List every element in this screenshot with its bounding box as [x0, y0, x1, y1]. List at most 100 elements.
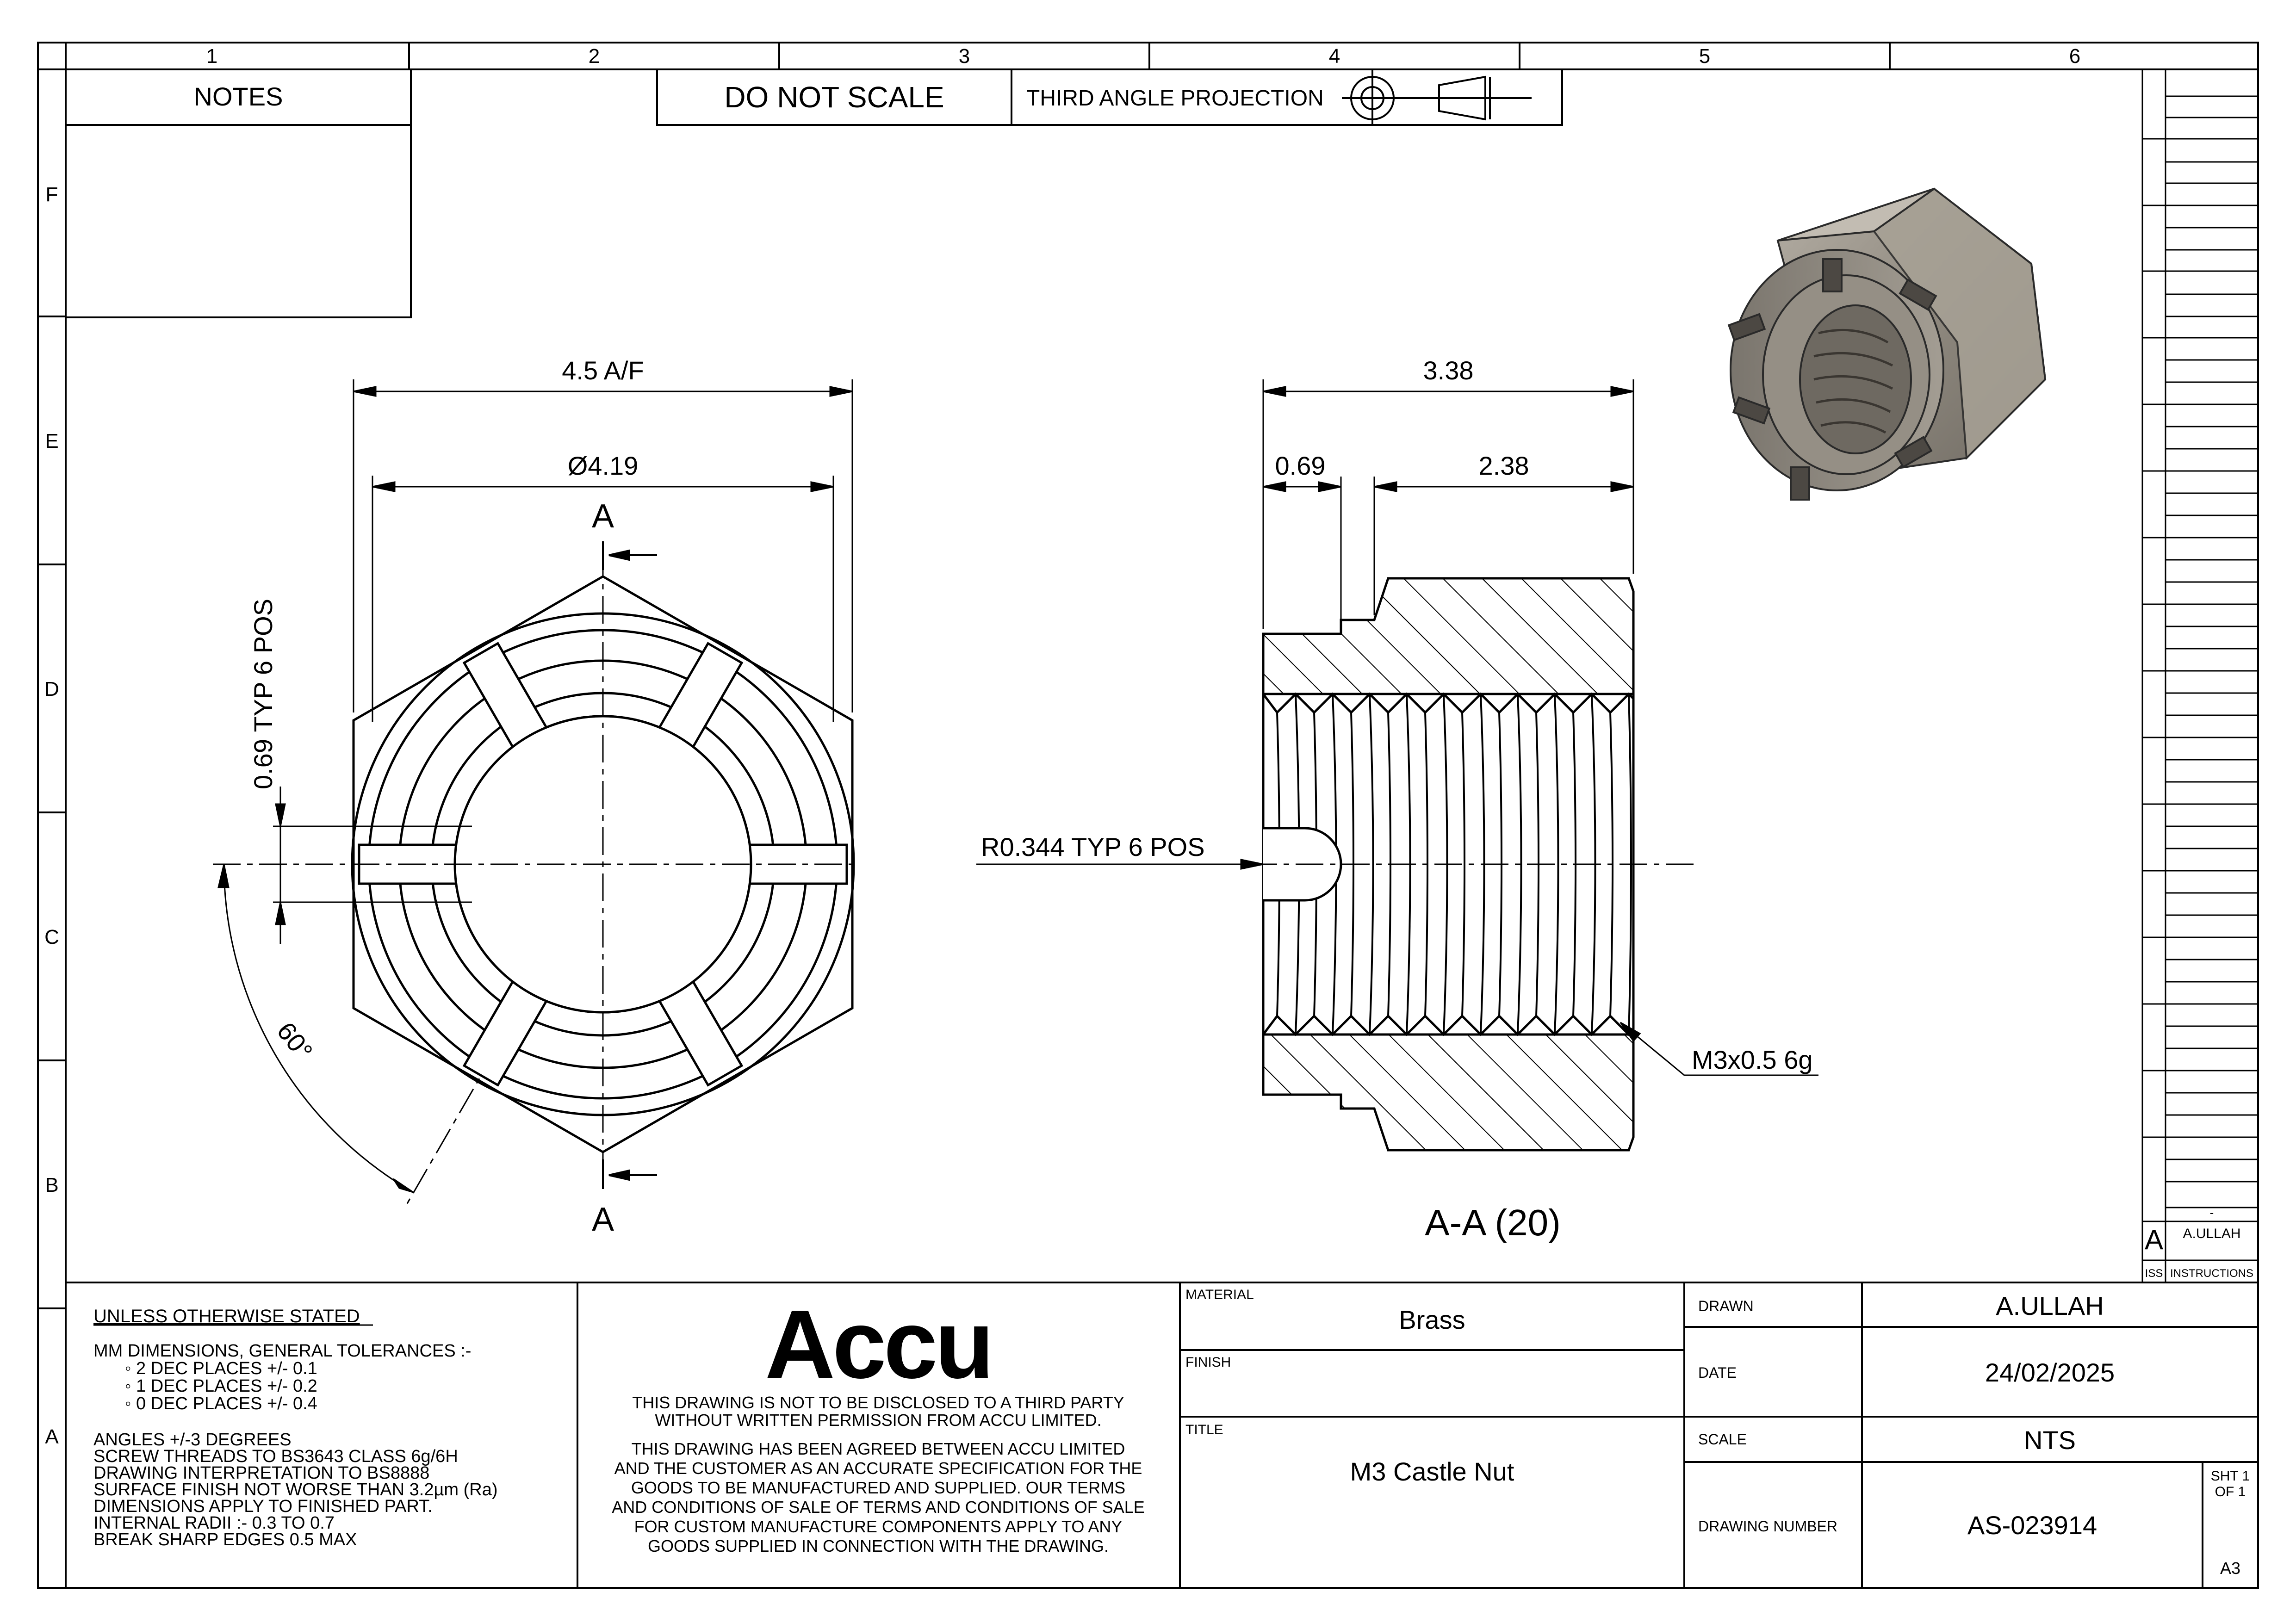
revision-issue-letter: A [2145, 1224, 2163, 1255]
zone-col-5: 5 [1699, 45, 1710, 68]
disclosure-line: THIS DRAWING IS NOT TO BE DISCLOSED TO A… [632, 1393, 1124, 1412]
thread-upper [1262, 692, 1634, 714]
projection-label: THIRD ANGLE PROJECTION [1026, 86, 1324, 111]
section-view-label: A-A (20) [1425, 1202, 1560, 1243]
drawing-note-line: BREAK SHARP EDGES 0.5 MAX [93, 1530, 357, 1549]
zone-column-labels: 1 2 3 4 5 6 [206, 45, 2080, 68]
revision-col-iss: ISS [2145, 1267, 2163, 1280]
zone-row-c: C [44, 926, 59, 948]
agreement-line: FOR CUSTOM MANUFACTURE COMPONENTS APPLY … [634, 1517, 1123, 1536]
revision-table [2141, 69, 2258, 1282]
thread-callout-leader [1620, 1022, 1818, 1076]
tolerance-line: ◦ 1 DEC PLACES +/- 0.2 [125, 1376, 317, 1396]
scale-value: NTS [2024, 1425, 2076, 1455]
revision-col-instructions: INSTRUCTIONS [2170, 1267, 2253, 1280]
dim-radius-label: R0.344 TYP 6 POS [981, 832, 1205, 861]
drawn-label: DRAWN [1698, 1298, 1754, 1314]
drawn-value: A.ULLAH [1996, 1291, 2104, 1320]
dim-angle [217, 864, 414, 1193]
do-not-scale-label: DO NOT SCALE [724, 81, 944, 114]
dim-body-length-label: 2.38 [1479, 451, 1529, 480]
zone-row-labels: F E D C B A [44, 183, 59, 1448]
notes-title: NOTES [194, 82, 283, 111]
zone-col-2: 2 [589, 45, 600, 68]
agreement-line: GOODS SUPPLIED IN CONNECTION WITH THE DR… [648, 1536, 1109, 1555]
finish-label: FINISH [1185, 1355, 1231, 1370]
dim-total-length [1262, 379, 1634, 629]
revision-author: A.ULLAH [2183, 1226, 2240, 1241]
disclosure-text: THIS DRAWING IS NOT TO BE DISCLOSED TO A… [632, 1393, 1124, 1430]
drawing-note-line: SCREW THREADS TO BS3643 CLASS 6g/6H [93, 1447, 458, 1466]
drawing-note-line: ANGLES +/-3 DEGREES [93, 1430, 292, 1450]
agreement-text: THIS DRAWING HAS BEEN AGREED BETWEEN ACC… [612, 1439, 1145, 1555]
section-arrows [602, 541, 657, 1189]
dim-crown-height [1263, 477, 1342, 629]
agreement-line: GOODS TO BE MANUFACTURED AND SUPPLIED. O… [631, 1478, 1125, 1497]
thread-lower [1262, 1014, 1634, 1036]
zone-row-d: D [44, 678, 59, 700]
dim-total-length-label: 3.38 [1423, 356, 1474, 385]
drawing-notes-lines: ANGLES +/-3 DEGREES SCREW THREADS TO BS3… [93, 1430, 497, 1549]
isometric-thread-lines [1813, 328, 1893, 434]
zone-col-4: 4 [1329, 45, 1340, 68]
dim-body-length [1373, 477, 1634, 615]
zone-col-6: 6 [2069, 45, 2080, 68]
drawing-note-line: DIMENSIONS APPLY TO FINISHED PART. [93, 1497, 433, 1516]
dim-radius-leader [976, 859, 1264, 870]
sheet-line-2: OF 1 [2215, 1484, 2246, 1499]
isometric-slots [1727, 258, 1937, 501]
agreement-line: THIS DRAWING HAS BEEN AGREED BETWEEN ACC… [632, 1439, 1125, 1458]
third-angle-projection-icon [1342, 69, 1532, 125]
title-block-grid [66, 1282, 2258, 1588]
zone-row-b: B [45, 1174, 58, 1196]
isometric-nut-view [1727, 187, 2047, 501]
dim-diameter-label: Ø4.19 [568, 451, 639, 480]
section-mark-bottom: A [592, 1201, 614, 1238]
dim-across-flats [353, 379, 853, 712]
tolerance-line: MM DIMENSIONS, GENERAL TOLERANCES :- [93, 1341, 471, 1361]
zone-row-a: A [45, 1425, 59, 1448]
front-view: 4.5 A/F Ø4.19 0.69 TYP 6 POS 60° [213, 356, 861, 1238]
dim-across-flats-label: 4.5 A/F [562, 356, 644, 385]
do-not-scale-box: DO NOT SCALE THIRD ANGLE PROJECTION [656, 68, 1563, 126]
dim-crown-height-label: 0.69 [1275, 451, 1326, 480]
notes-box: NOTES [65, 68, 412, 318]
tolerance-line: ◦ 0 DEC PLACES +/- 0.4 [125, 1394, 317, 1413]
front-slots [358, 642, 848, 1087]
tolerance-header: UNLESS OTHERWISE STATED [93, 1306, 360, 1326]
dim-slot-width [273, 787, 472, 944]
agreement-line: AND THE CUSTOMER AS AN ACCURATE SPECIFIC… [614, 1459, 1142, 1478]
date-value: 24/02/2025 [1985, 1358, 2115, 1387]
title-label: TITLE [1185, 1422, 1223, 1437]
company-logo: Accu [765, 1290, 992, 1399]
dim-diameter [372, 476, 834, 722]
agreement-line: AND CONDITIONS OF SALE OF TERMS AND COND… [612, 1498, 1145, 1517]
disclosure-line: WITHOUT WRITTEN PERMISSION FROM ACCU LIM… [655, 1411, 1101, 1430]
zone-col-1: 1 [206, 45, 217, 68]
section-lower-body [1262, 1033, 1635, 1152]
zone-col-3: 3 [959, 45, 970, 68]
sheet-size: A3 [2220, 1559, 2240, 1578]
dim-slot-width-label: 0.69 TYP 6 POS [248, 599, 278, 789]
tolerance-line: ◦ 2 DEC PLACES +/- 0.1 [125, 1359, 317, 1378]
material-value: Brass [1399, 1305, 1465, 1334]
section-view: 3.38 0.69 2.38 R0.344 TYP 6 POS [976, 356, 1818, 1243]
zone-row-f: F [46, 183, 58, 206]
section-upper-body [1262, 577, 1635, 695]
part-title: M3 Castle Nut [1350, 1457, 1514, 1486]
date-label: DATE [1698, 1364, 1737, 1381]
drawing-number-value: AS-023914 [1967, 1511, 2097, 1540]
tolerance-lines: MM DIMENSIONS, GENERAL TOLERANCES :- ◦ 2… [93, 1341, 471, 1413]
drawing-note-line: DRAWING INTERPRETATION TO BS8888 [93, 1463, 429, 1483]
dim-angle-label: 60° [271, 1016, 318, 1065]
drawing-note-line: INTERNAL RADII :- 0.3 TO 0.7 [93, 1513, 335, 1533]
drawing-number-label: DRAWING NUMBER [1698, 1518, 1837, 1535]
section-mark-top: A [592, 498, 614, 535]
revision-blank-entry: - [2210, 1206, 2214, 1220]
zone-row-e: E [45, 430, 58, 452]
material-label: MATERIAL [1185, 1287, 1254, 1302]
sheet-line-1: SHT 1 [2211, 1468, 2250, 1484]
drawing-note-line: SURFACE FINISH NOT WORSE THAN 3.2µm (Ra) [93, 1480, 497, 1499]
scale-label: SCALE [1698, 1431, 1747, 1448]
